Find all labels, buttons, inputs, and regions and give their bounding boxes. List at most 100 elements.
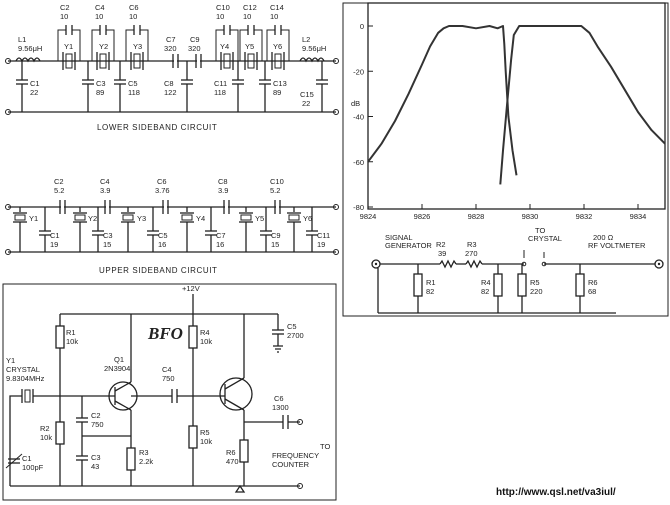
- uc6-value: 3.76: [155, 186, 170, 195]
- tc-r4-value: 82: [481, 287, 489, 296]
- bfo-r4-value: 10k: [200, 337, 212, 346]
- y5-label: Y5: [245, 42, 254, 51]
- bfo-c4-value: 750: [162, 374, 175, 383]
- upper-sideband-title: UPPER SIDEBAND CIRCUIT: [99, 266, 218, 275]
- lc1-value: 22: [30, 88, 38, 97]
- bfo-c6-value: 1300: [272, 403, 289, 412]
- uc1-value: 19: [50, 240, 58, 249]
- tc-r3-name: R3: [467, 240, 477, 249]
- bfo-c3-value: 43: [91, 462, 99, 471]
- y-axis-label: dB: [351, 99, 360, 108]
- output-line-1: TO: [320, 442, 330, 451]
- crystal-y5: [239, 25, 263, 70]
- uy5-label: Y5: [255, 214, 264, 223]
- uc8-name: C8: [218, 177, 228, 186]
- source-url[interactable]: http://www.qsl.net/va3iul/: [496, 487, 616, 498]
- tc-r5-name: R5: [530, 278, 540, 287]
- upper-crystals: [13, 207, 301, 252]
- uy4-label: Y4: [196, 214, 205, 223]
- output-line-3: COUNTER: [272, 460, 310, 469]
- response-curve-2: [499, 25, 666, 185]
- uc2-value: 5.2: [54, 186, 64, 195]
- uc10-value: 5.2: [270, 186, 280, 195]
- bfo-c5-value: 2700: [287, 331, 304, 340]
- lc8-value: 122: [164, 88, 177, 97]
- tc-r6-value: 68: [588, 287, 596, 296]
- uc7-value: 16: [216, 240, 224, 249]
- tc-r1-value: 82: [426, 287, 434, 296]
- lc11-value: 118: [214, 88, 226, 97]
- bfo-r4-name: R4: [200, 328, 210, 337]
- y6-label: Y6: [273, 42, 282, 51]
- tc-r6-name: R6: [588, 278, 598, 287]
- inductor-l2: [299, 57, 325, 63]
- crystal-y4: [215, 25, 239, 70]
- c9-name: C9: [190, 35, 200, 44]
- bfo-c1-value: 100pF: [22, 463, 44, 472]
- c7-value: 320: [164, 44, 177, 53]
- uc9-name: C9: [271, 231, 281, 240]
- bfo-c5-name: C5: [287, 322, 297, 331]
- uc3-value: 15: [103, 240, 111, 249]
- lc15-value: 22: [302, 99, 310, 108]
- l2-name: L2: [302, 35, 310, 44]
- uy1-label: Y1: [29, 214, 38, 223]
- lc13-value: 89: [273, 88, 281, 97]
- c10-name: C10: [216, 3, 230, 12]
- x-tick-label: 9832: [576, 212, 593, 221]
- lc1-name: C1: [30, 79, 40, 88]
- y1-label: Y1: [64, 42, 73, 51]
- uc2-name: C2: [54, 177, 64, 186]
- c7-name: C7: [166, 35, 176, 44]
- uc11-value: 19: [317, 240, 325, 249]
- tc-r2-value: 39: [438, 249, 446, 258]
- tc-r2-name: R2: [436, 240, 446, 249]
- bfo-c2-value: 750: [91, 420, 104, 429]
- plot-frame: [367, 2, 666, 210]
- lower-sideband-title: LOWER SIDEBAND CIRCUIT: [97, 123, 217, 132]
- lc5-name: C5: [128, 79, 138, 88]
- bfo-c6-name: C6: [274, 394, 284, 403]
- uc6-name: C6: [157, 177, 167, 186]
- y2-label: Y2: [99, 42, 108, 51]
- uc5-name: C5: [158, 231, 168, 240]
- c12-value: 10: [243, 12, 251, 21]
- c4-value: 10: [95, 12, 103, 21]
- tc-r1-name: R1: [426, 278, 436, 287]
- x-tick-label: 9830: [522, 212, 539, 221]
- c14-name: C14: [270, 3, 284, 12]
- x-tick-label: 9834: [630, 212, 647, 221]
- y-tick-label: -80: [353, 203, 364, 212]
- bfo-y1-label: CRYSTAL: [6, 365, 40, 374]
- l1-name: L1: [18, 35, 26, 44]
- crystal-y1: [57, 25, 81, 70]
- to-crystal-line-2: CRYSTAL: [528, 234, 562, 243]
- generator-line-1: SIGNAL: [385, 233, 413, 242]
- lc13-name: C13: [273, 79, 287, 88]
- l1-value: 9.56μH: [18, 44, 42, 53]
- c2-value: 10: [60, 12, 68, 21]
- bfo-r5-value: 10k: [200, 437, 212, 446]
- c6-name: C6: [129, 3, 139, 12]
- crystal-y2: [91, 25, 115, 70]
- c6-value: 10: [129, 12, 137, 21]
- tc-r5-value: 220: [530, 287, 543, 296]
- uc3-name: C3: [103, 231, 113, 240]
- c2-name: C2: [60, 3, 70, 12]
- crystal-y6: [266, 25, 290, 70]
- y-tick-label: -40: [353, 113, 364, 122]
- c9-value: 320: [188, 44, 201, 53]
- uy2-label: Y2: [88, 214, 97, 223]
- response-curve-1: [367, 25, 518, 176]
- uc10-name: C10: [270, 177, 284, 186]
- x-tick-label: 9826: [414, 212, 431, 221]
- bfo-c2-name: C2: [91, 411, 101, 420]
- uc1-name: C1: [50, 231, 60, 240]
- x-tick-label: 9824: [360, 212, 377, 221]
- output-line-2: FREQUENCY: [272, 451, 319, 460]
- lc8-name: C8: [164, 79, 174, 88]
